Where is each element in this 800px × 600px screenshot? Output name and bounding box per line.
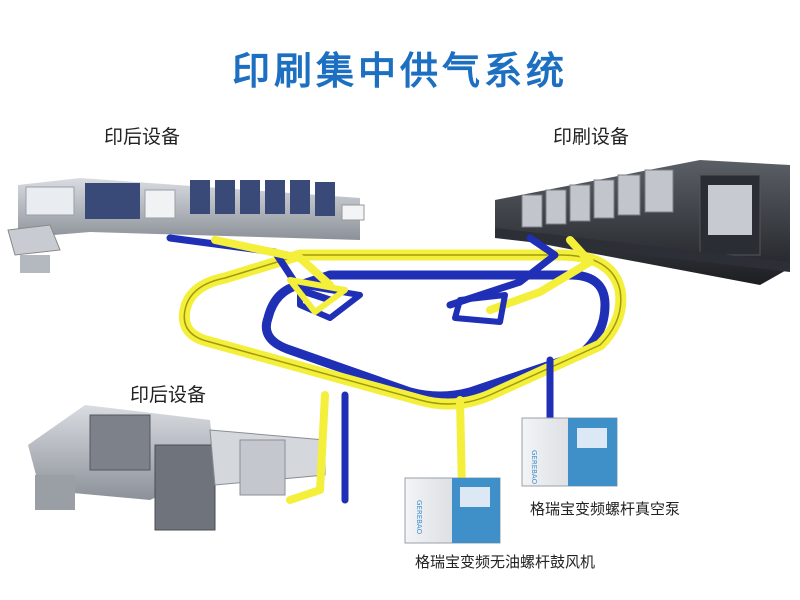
printing-machine (495, 160, 790, 285)
page-title: 印刷集中供气系统 (231, 49, 568, 93)
post-press-machine-bottom (28, 405, 326, 531)
vacuum-pump-brand-text: GEREBAO (530, 450, 538, 485)
label-post-press-top: 印后设备 (104, 126, 181, 148)
label-post-press-bottom: 印后设备 (130, 384, 207, 406)
label-printing-equipment: 印刷设备 (553, 126, 630, 148)
post-press-machine-top (7, 178, 365, 273)
blower-brand-text: GEREBAO (415, 500, 423, 535)
label-vacuum-pump: 格瑞宝变频螺杆真空泵 (530, 500, 681, 518)
vacuum-pump-unit: GEREBAO (521, 417, 618, 487)
blower-unit: GEREBAO (404, 477, 501, 544)
label-blower: 格瑞宝变频无油螺杆鼓风机 (415, 553, 596, 571)
air-supply-piping (166, 234, 627, 504)
